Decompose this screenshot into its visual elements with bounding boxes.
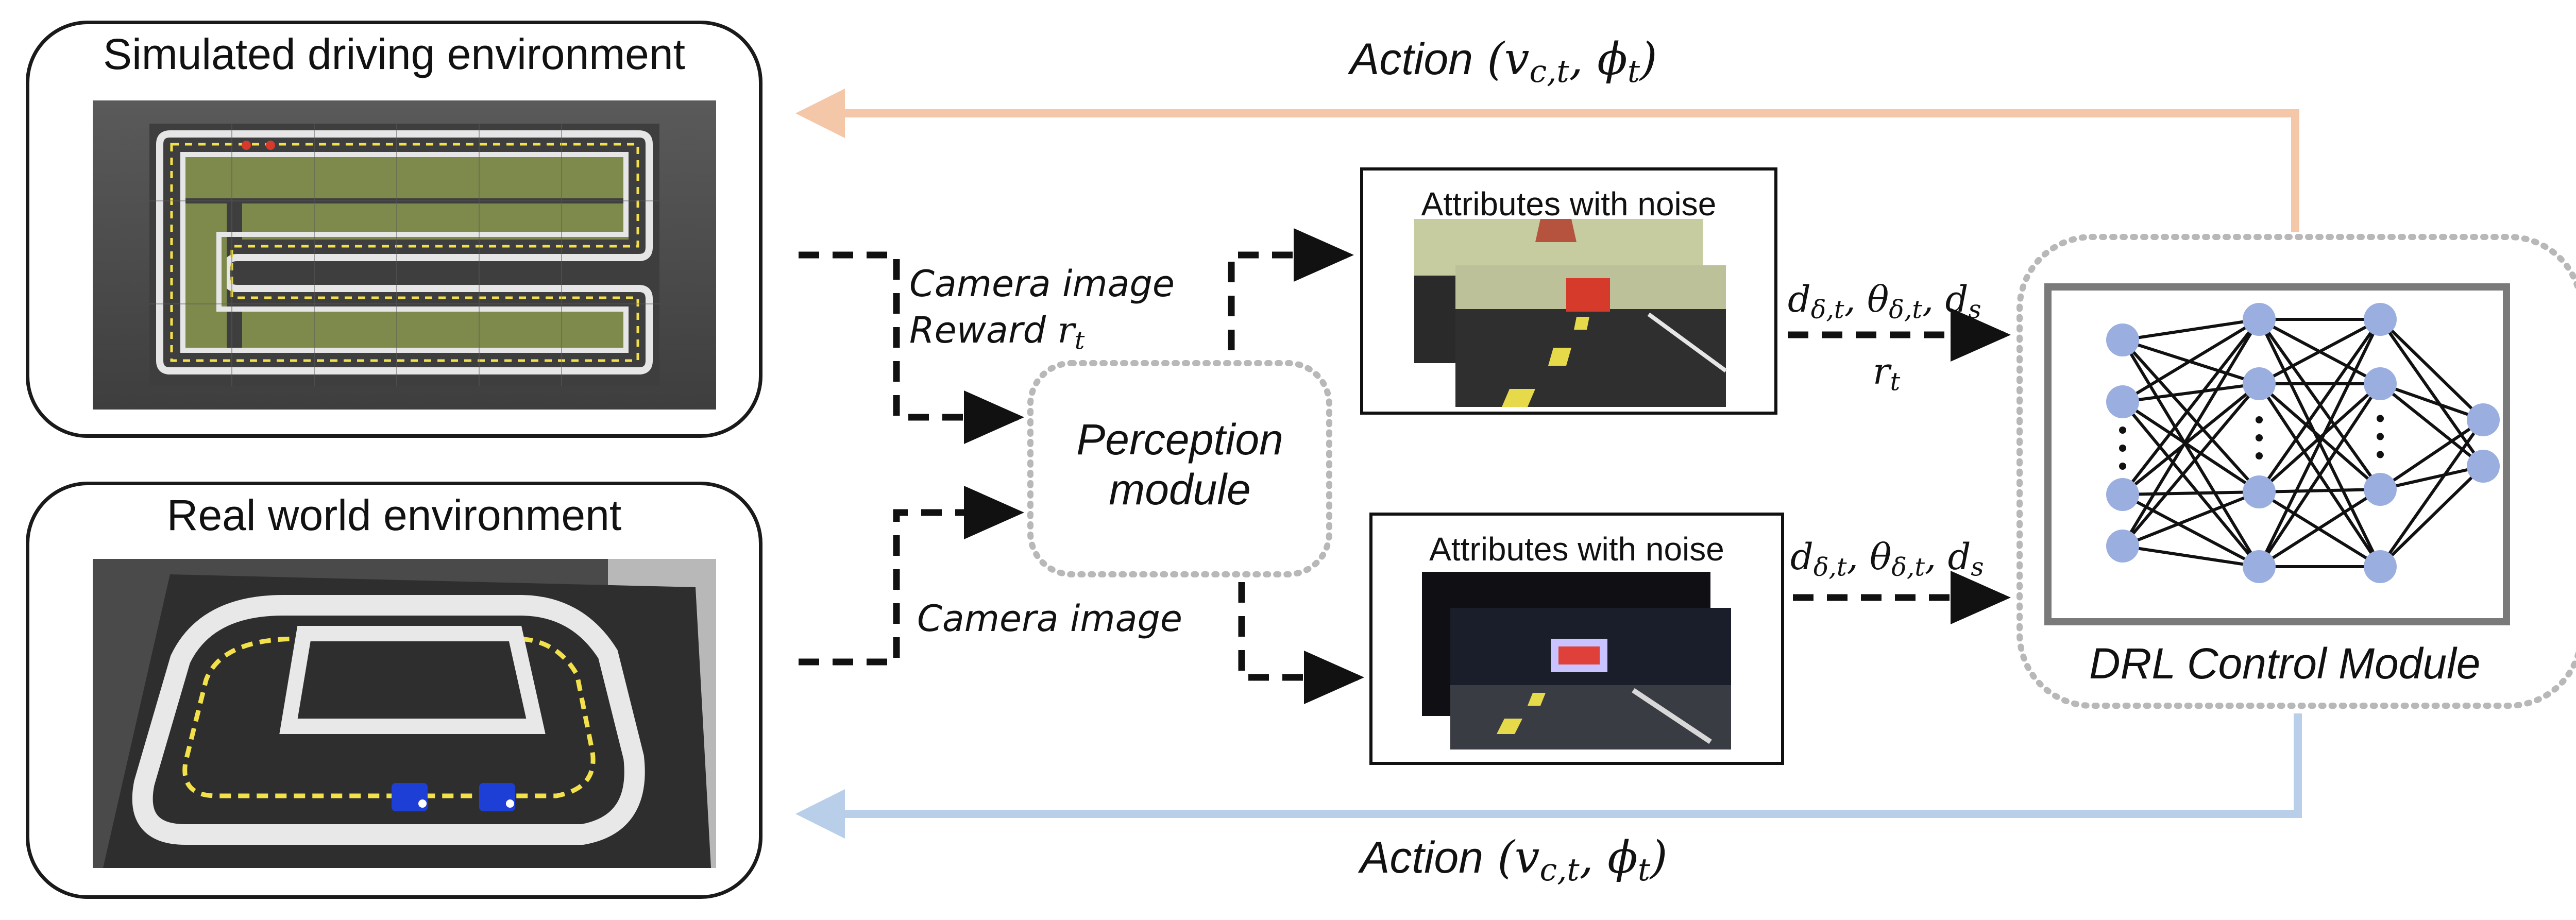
rt-sub: t <box>1890 367 1901 397</box>
perception-to-attributes-bottom-arrow <box>1238 582 1364 704</box>
action-comma: , <box>1569 33 1598 85</box>
action-v-sub: c,t <box>1529 54 1569 90</box>
var-theta-sub: δ,t <box>1891 552 1925 582</box>
attributes-title-top: Attributes with noise <box>1421 185 1717 223</box>
var-theta: θ <box>1867 278 1889 320</box>
real-environment-title: Real world environment <box>166 491 622 539</box>
var-d: d <box>1788 278 1811 320</box>
action-top-arrow <box>795 89 2299 232</box>
ellipsis-dot-l1-2 <box>2256 452 2263 459</box>
neuron-l1-n3 <box>2243 550 2276 583</box>
var-sep: , <box>1925 536 1948 578</box>
neuron-l0-n2 <box>2106 478 2139 511</box>
attributes-title-bottom: Attributes with noise <box>1429 531 1724 568</box>
perception-label-line1: Perception <box>1076 415 1283 464</box>
var-sep: , <box>1922 278 1945 320</box>
neuron-l0-n3 <box>2106 530 2139 563</box>
action-word: Action <box>1360 833 1484 882</box>
var-d-sub: δ,t <box>1813 552 1847 582</box>
neuron-l2-n0 <box>2364 303 2397 336</box>
real-track-image <box>93 559 716 868</box>
action-close: ) <box>1650 832 1668 883</box>
var-ds: d <box>1947 536 1971 578</box>
reward-sub: t <box>1074 326 1085 355</box>
ellipsis-dot-l0-2 <box>2119 463 2126 470</box>
action-comma: , <box>1579 832 1608 883</box>
ellipsis-dot-l0-1 <box>2119 445 2126 452</box>
action-phi: ϕ <box>1607 832 1638 883</box>
neuron-l2-n3 <box>2364 550 2397 583</box>
simulated-environment-title: Simulated driving environment <box>103 30 685 78</box>
ellipsis-dot-l2-2 <box>2377 451 2384 458</box>
action-open: ( <box>1483 832 1515 883</box>
reward-label: Reward rt <box>909 309 1085 355</box>
neuron-l3-n0 <box>2467 403 2500 436</box>
action-phi: ϕ <box>1597 33 1628 85</box>
neuron-l2-n1 <box>2364 367 2397 400</box>
neural-network-frame <box>2044 283 2510 625</box>
neuron-l1-n0 <box>2243 303 2276 336</box>
rt-label: rt <box>1873 350 1900 396</box>
sim-to-perception-arrow <box>799 251 1024 444</box>
neural-network-nodes <box>2106 303 2500 583</box>
camera-image-label-top: Camera image <box>909 263 1175 305</box>
neuron-l0-n0 <box>2106 323 2139 356</box>
action-phi-sub: t <box>1637 852 1651 889</box>
var-ds: d <box>1945 278 1969 320</box>
action-close: ) <box>1640 33 1657 85</box>
action-label-top: Action (vc,t, ϕt) <box>1350 33 1657 90</box>
perception-module-label: Perception module <box>1030 415 1329 514</box>
neuron-l3-n1 <box>2467 450 2500 483</box>
action-v: v <box>1514 832 1540 883</box>
var-d: d <box>1790 536 1814 578</box>
neuron-l1-n2 <box>2243 475 2276 508</box>
attribute-vars-bottom: dδ,t, θδ,t, ds <box>1790 536 1984 582</box>
attribute-vars-top: dδ,t, θδ,t, ds <box>1788 278 1981 324</box>
var-ds-sub: s <box>1971 552 1984 582</box>
action-phi-sub: t <box>1627 54 1640 90</box>
ellipsis-dot-l2-0 <box>2377 415 2384 422</box>
neural-network <box>2121 318 2485 568</box>
var-sep: , <box>1844 278 1868 320</box>
ellipsis-dot-l1-0 <box>2256 416 2263 423</box>
camera-images-top <box>1414 219 1727 407</box>
drl-control-module-label: DRL Control Module <box>2089 639 2481 688</box>
perception-module-box <box>1027 360 1332 577</box>
ellipsis-dot-l0-0 <box>2119 427 2126 434</box>
real-to-perception-arrow <box>799 486 1024 666</box>
camera-image-label-bottom: Camera image <box>917 598 1182 640</box>
action-label-bottom: Action (vc,t, ϕt) <box>1360 832 1668 888</box>
ellipsis-dot-l1-1 <box>2256 434 2263 441</box>
var-sep: , <box>1846 536 1870 578</box>
reward-var: r <box>1057 309 1075 351</box>
var-theta-sub: δ,t <box>1889 295 1923 325</box>
ellipsis-dot-l2-1 <box>2377 433 2384 440</box>
var-ds-sub: s <box>1968 295 1981 325</box>
neuron-l0-n1 <box>2106 385 2139 418</box>
rt-var: r <box>1873 350 1890 393</box>
action-open: ( <box>1473 33 1504 85</box>
perception-label-line2: module <box>1109 465 1251 514</box>
action-word: Action <box>1350 35 1473 84</box>
action-bottom-arrow <box>795 713 2302 839</box>
action-v-sub: c,t <box>1539 852 1580 889</box>
neuron-l1-n1 <box>2243 367 2276 400</box>
drl-control-module-box <box>2016 234 2576 709</box>
var-d-sub: δ,t <box>1810 295 1844 325</box>
action-v: v <box>1504 33 1530 85</box>
var-theta: θ <box>1870 536 1892 578</box>
neuron-l2-n2 <box>2364 473 2397 506</box>
perception-to-attributes-top-arrow <box>1228 228 1354 350</box>
simulated-track-image <box>93 100 716 410</box>
reward-word: Reward <box>909 309 1058 351</box>
camera-images-bottom <box>1422 572 1731 749</box>
